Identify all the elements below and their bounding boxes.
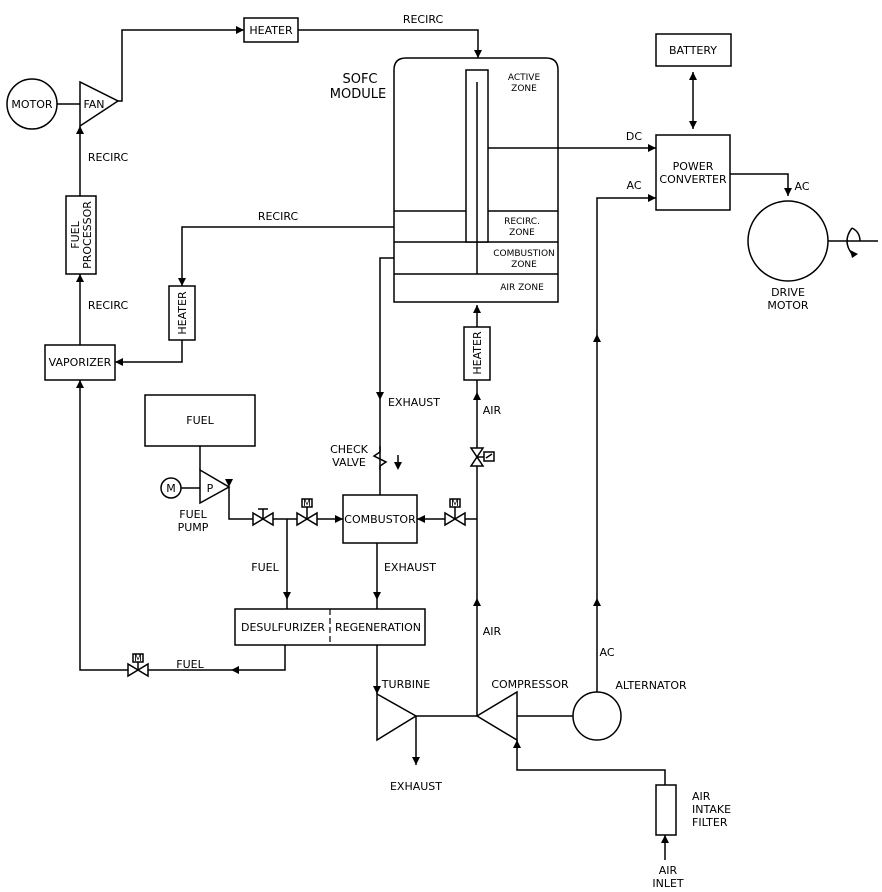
compressor-label: COMPRESSOR [491,678,569,691]
battery: BATTERY [655,33,732,67]
flow-arrows [76,26,792,843]
desulfurizer-regeneration: DESULFURIZER REGENERATION [234,608,426,646]
air-zone-label: AIR ZONE [500,283,544,293]
combustor-label: COMBUSTOR [344,513,416,526]
fuel-processor-line1: FUEL [69,220,82,248]
fan-label: FAN [83,98,104,111]
fuel-motor-valve-label: M [303,499,311,509]
pump-label: P [207,482,214,495]
drive-motor-line2: MOTOR [767,299,809,312]
air-intake-filter-line2: INTAKE [692,803,731,816]
dc-link-label: DC [626,130,642,143]
vaporizer-label: VAPORIZER [49,356,112,369]
ac-alternator-label: AC [599,646,614,659]
fan-motor: MOTOR [6,78,58,130]
air-control-valve [469,447,495,467]
turbine: TURBINE [376,678,430,742]
power-converter: POWER CONVERTER [655,134,731,211]
combustion-zone-line2: ZONE [511,260,537,270]
air-compressor-label: AIR [483,625,502,638]
ac-drive-label: AC [794,180,809,193]
recirc-vaporizer-label: RECIRC [88,299,129,312]
connection-lines [57,29,878,860]
air-combustor-valve: M [444,498,466,527]
fuel-pump-label-line2: PUMP [178,521,209,534]
battery-label: BATTERY [669,44,717,57]
combustion-zone-line1: COMBUSTION [493,249,555,259]
drive-motor: DRIVE MOTOR [747,200,861,312]
heater-left-label: HEATER [176,291,189,335]
fuel-bottom-label: FUEL [176,658,204,671]
compressor: COMPRESSOR [475,678,569,742]
recirc-module-label: RECIRC [258,210,299,223]
vaporizer: VAPORIZER [44,344,116,381]
recirc-zone-line1: RECIRC. [504,217,540,227]
ac-link-label: AC [626,179,641,192]
desulfurizer-label: DESULFURIZER [241,621,325,634]
exhaust-turbine-label: EXHAUST [390,780,442,793]
alternator: ALTERNATOR [572,679,687,741]
heater-left: HEATER [168,285,196,341]
check-valve-line1: CHECK [330,443,369,456]
air-inlet-line1: AIR [659,864,678,877]
fuel-processor-line2: PROCESSOR [81,201,94,269]
sofc-module: SOFC MODULE ACTIVE ZONE RECIRC. ZONE COM… [330,57,559,303]
heater-air-label: HEATER [471,331,484,375]
motor-label: MOTOR [11,98,53,111]
fan: FAN [79,80,120,128]
combustor: COMBUSTOR [342,494,418,544]
exhaust-combustor-label: EXHAUST [384,561,436,574]
power-converter-line2: CONVERTER [659,173,727,186]
recirc-zone-line2: ZONE [509,228,535,238]
active-zone-line1: ACTIVE [508,73,541,83]
pump-motor-label: M [166,482,176,495]
valves: M M M [127,446,495,678]
fuel-pump-label-line1: FUEL [179,508,207,521]
fuel-processor: FUEL PROCESSOR [65,195,97,275]
air-intake-filter-line1: AIR [692,790,711,803]
fuel-return-valve-label: M [134,654,142,664]
heater-air: HEATER [463,326,491,381]
air-combustor-valve-label: M [451,499,459,509]
power-converter-line1: POWER [673,160,714,173]
air-intake-filter: AIR INTAKE FILTER [655,784,731,836]
fuel-motor-valve: M [296,498,318,527]
check-valve [372,446,388,470]
fuel-tank-label: FUEL [186,414,214,427]
fuel-tank: FUEL [144,394,256,447]
turbine-label: TURBINE [381,678,430,691]
air-inlet-line2: INLET [652,877,684,890]
drive-motor-line1: DRIVE [771,286,805,299]
regeneration-label: REGENERATION [335,621,421,634]
alternator-label: ALTERNATOR [615,679,687,692]
check-valve-line2: VALVE [332,456,366,469]
sofc-module-line1: SOFC [342,72,377,87]
recirc-top-label: RECIRC [403,13,444,26]
sofc-module-line2: MODULE [330,87,386,102]
fuel-split-label: FUEL [251,561,279,574]
air-heater-label: AIR [483,404,502,417]
fuel-return-valve: M [127,653,149,678]
fuel-pump: M P FUEL PUMP [160,468,231,534]
fuel-isolation-valve [252,508,274,527]
active-zone-line2: ZONE [511,84,537,94]
heater-top-label: HEATER [249,24,293,37]
flow-labels: RECIRC RECIRC RECIRC RECIRC EXHAUST AIR … [88,13,810,793]
heater-top: HEATER [243,17,299,43]
recirc-fan-label: RECIRC [88,151,129,164]
air-intake-filter-line3: FILTER [692,816,728,829]
exhaust-module-label: EXHAUST [388,396,440,409]
